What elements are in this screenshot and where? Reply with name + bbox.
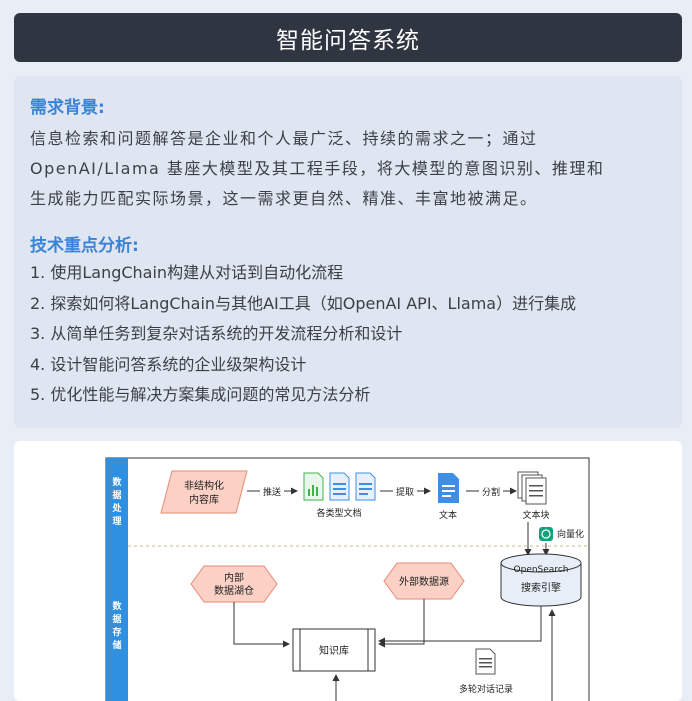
text-file-icon xyxy=(438,473,459,503)
knowledge-base-box xyxy=(292,628,376,672)
unstructured-label-1: 非结构化 xyxy=(184,479,224,492)
title-bar: 智能问答系统 xyxy=(14,13,682,62)
lane-processing-char: 处 xyxy=(111,502,122,514)
architecture-diagram: 数 据 处 理 数 据 存 储 非结构化 内容库 推送 xyxy=(14,441,682,701)
text-chunks-label: 文本块 xyxy=(522,509,549,521)
tech-item: 1. 使用LangChain构建从对话到自动化流程 xyxy=(30,263,344,282)
search-to-kb-arrow xyxy=(378,606,542,645)
extract-label: 提取 xyxy=(396,487,414,498)
spreadsheet-doc-icon xyxy=(303,472,324,501)
requirements-line-2: OpenAI/Llama 基座大模型及其工程手段，将大模型的意图识别、推理和 xyxy=(30,159,605,178)
lane-storage xyxy=(106,546,128,701)
lane-storage-char: 据 xyxy=(112,613,121,625)
lane-processing-char: 理 xyxy=(112,516,121,527)
push-label: 推送 xyxy=(263,486,281,498)
lane-processing xyxy=(106,458,128,546)
opensearch-label: OpenSearch xyxy=(514,565,569,575)
text-chunks-icon xyxy=(517,471,547,505)
lane-storage-char: 储 xyxy=(112,639,121,651)
external-source-shape xyxy=(383,562,465,600)
text-doc-icon xyxy=(355,472,376,501)
internal-label-1: 内部 xyxy=(224,571,244,584)
diagram-canvas: 数 据 处 理 数 据 存 储 非结构化 内容库 推送 xyxy=(105,457,590,701)
history-doc-icon xyxy=(475,648,496,675)
requirements-line-1: 信息检索和问题解答是企业和个人最广泛、持续的需求之一；通过 xyxy=(30,129,538,148)
lane-processing-char: 数 xyxy=(112,476,122,488)
external-label: 外部数据源 xyxy=(399,575,449,588)
lane-storage-char: 数 xyxy=(112,600,122,612)
internal-label-2: 数据湖仓 xyxy=(214,584,254,597)
search-engine-label: 搜索引擎 xyxy=(521,581,561,594)
opensearch-db-shape xyxy=(500,553,582,607)
tech-heading: 技术重点分析: xyxy=(30,236,139,256)
lane-processing-char: 据 xyxy=(112,489,121,501)
unstructured-label-2: 内容库 xyxy=(189,493,219,506)
text-label: 文本 xyxy=(439,509,457,521)
openai-icon xyxy=(539,527,553,541)
word-doc-icon xyxy=(329,472,350,501)
page-title: 智能问答系统 xyxy=(276,27,420,54)
internal-datalake-shape xyxy=(190,565,278,603)
tech-item: 5. 优化性能与解决方案集成问题的常见方法分析 xyxy=(30,385,371,404)
tech-list: 1. 使用LangChain构建从对话到自动化流程 2. 探索如何将LangCh… xyxy=(30,258,576,411)
vectorize-label: 向量化 xyxy=(557,528,584,540)
external-to-kb-arrow xyxy=(378,599,425,648)
requirements-heading: 需求背景: xyxy=(30,98,105,118)
requirements-line-3: 生成能力匹配实际场景，这一需求更自然、精准、丰富地被满足。 xyxy=(30,189,538,208)
tech-item: 3. 从简单任务到复杂对话系统的开发流程分析和设计 xyxy=(30,324,403,343)
internal-to-kb-arrow xyxy=(233,602,290,648)
knowledge-base-label: 知识库 xyxy=(319,644,349,657)
lane-storage-char: 存 xyxy=(112,626,121,638)
description-card: 需求背景: 信息检索和问题解答是企业和个人最广泛、持续的需求之一；通过 Open… xyxy=(14,76,682,428)
tech-item: 2. 探索如何将LangChain与其他AI工具（如OpenAI API、Lla… xyxy=(30,293,577,313)
tech-item: 4. 设计智能问答系统的企业级架构设计 xyxy=(30,354,307,374)
doc-types-label: 各类型文档 xyxy=(316,507,361,519)
history-label: 多轮对话记录 xyxy=(459,683,513,695)
unstructured-store-shape xyxy=(160,470,248,514)
split-label: 分割 xyxy=(482,486,500,498)
